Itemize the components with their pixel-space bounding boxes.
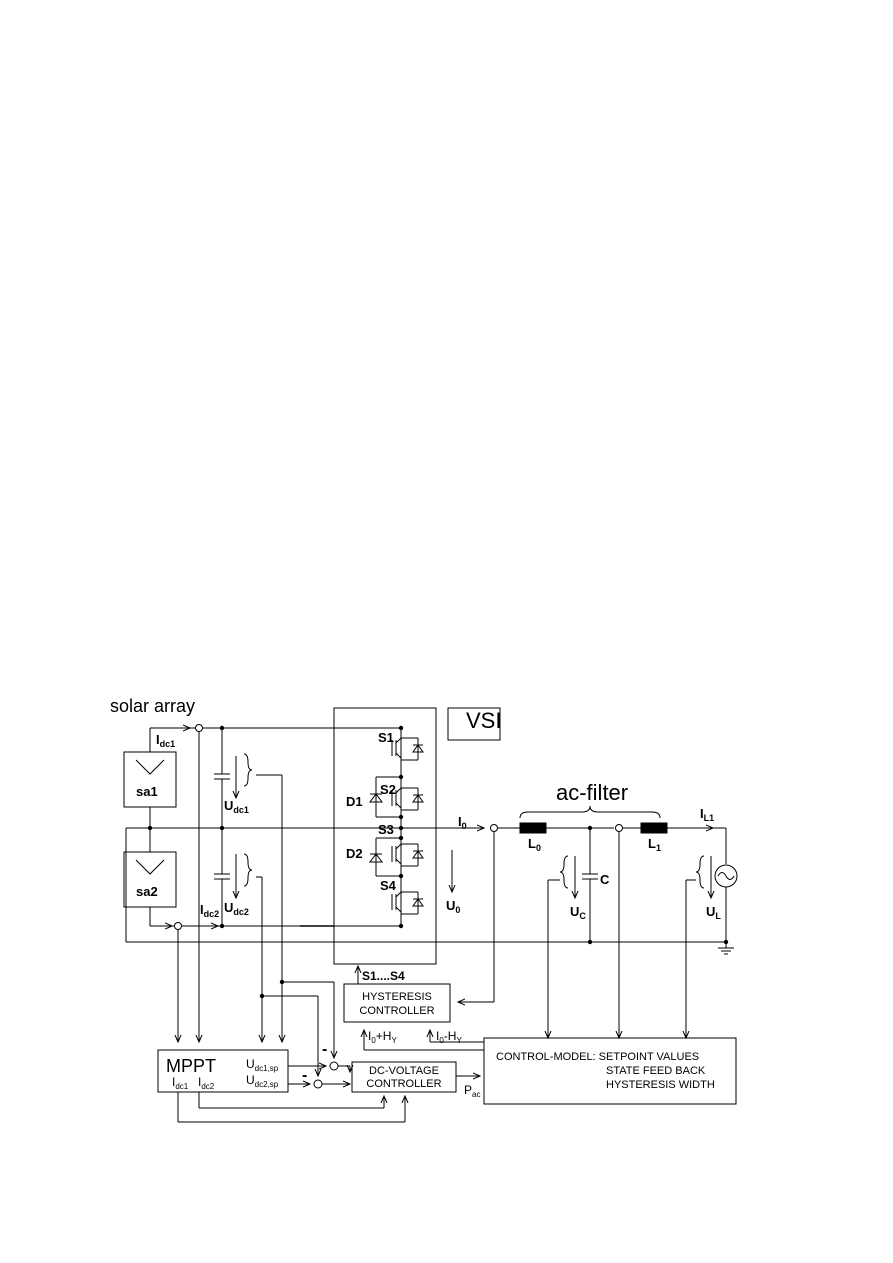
switch-s4 <box>391 891 424 915</box>
dc-controller-line2: CONTROLLER <box>366 1078 441 1090</box>
sa2-label: sa2 <box>136 884 158 899</box>
hysteresis-controller <box>343 983 451 1023</box>
control-model-box <box>483 1037 737 1105</box>
hysteresis-line2: CONTROLLER <box>359 1005 434 1017</box>
switch-s2 <box>391 787 424 811</box>
idc1-label: Idc1 <box>156 732 175 749</box>
udc1-label: Udc1 <box>224 798 249 815</box>
mppt-udc2sp: Udc2,sp <box>246 1073 279 1089</box>
dc-voltage-controller <box>351 1061 457 1093</box>
l0-label: L0 <box>528 836 541 853</box>
hyst-minus-label: I0-HY <box>436 1029 462 1045</box>
hyst-plus-label: I0+HY <box>368 1029 397 1045</box>
ul-label: UL <box>706 904 721 921</box>
c-label: C <box>600 872 610 887</box>
control-model-line1: CONTROL-MODEL: SETPOINT VALUES <box>496 1051 699 1063</box>
minus-sign-2: - <box>302 1067 307 1084</box>
pac-label: Pac <box>464 1083 480 1099</box>
udc2-label: Udc2 <box>224 900 249 917</box>
dc-controller-line1: DC-VOLTAGE <box>369 1065 439 1077</box>
il1-label: IL1 <box>700 806 714 823</box>
mppt-udc1sp: Udc1,sp <box>246 1057 279 1073</box>
vsi-label: VSI <box>466 708 501 733</box>
l1-label: L1 <box>648 836 661 853</box>
hysteresis-line1: HYSTERESIS <box>362 991 432 1003</box>
inductor-l1 <box>640 822 668 834</box>
gate-signal-label: S1....S4 <box>362 969 405 983</box>
switch-s3 <box>391 843 424 867</box>
d1-label: D1 <box>346 794 363 809</box>
i0-label: I0 <box>458 814 467 831</box>
control-model-line3: HYSTERESIS WIDTH <box>606 1079 715 1091</box>
minus-sign-1: - <box>322 1041 327 1058</box>
s3-label: S3 <box>378 822 394 837</box>
mppt-idc2: Idc2 <box>198 1075 215 1091</box>
diagram-title: solar array <box>110 696 195 716</box>
inductor-l0 <box>519 822 547 834</box>
uc-label: UC <box>570 904 586 921</box>
s1-label: S1 <box>378 730 394 745</box>
mppt-label: MPPT <box>166 1056 216 1076</box>
control-model-line2: STATE FEED BACK <box>606 1065 706 1077</box>
s2-label: S2 <box>380 782 396 797</box>
mppt-box <box>157 1049 289 1093</box>
vsi-box <box>333 707 437 965</box>
switch-s1 <box>391 737 424 761</box>
mppt-idc1: Idc1 <box>172 1075 189 1091</box>
d2-label: D2 <box>346 846 363 861</box>
ac-filter-label: ac-filter <box>556 780 628 805</box>
s4-label: S4 <box>380 878 397 893</box>
sa1-label: sa1 <box>136 784 158 799</box>
idc2-label: Idc2 <box>200 902 219 919</box>
u0-label: U0 <box>446 898 460 915</box>
